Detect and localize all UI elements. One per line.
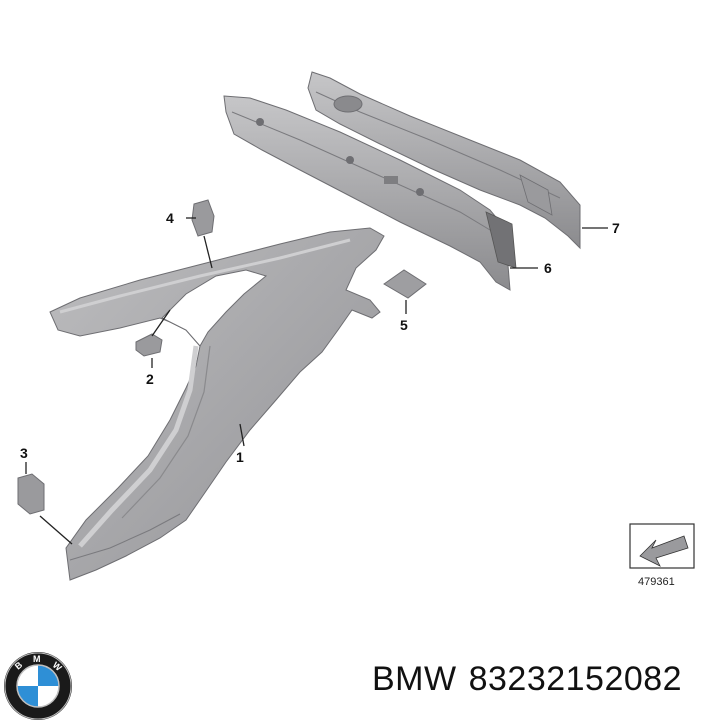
part-title: BMW 83232152082 <box>372 660 694 699</box>
reference-box: 479361 <box>629 523 695 588</box>
callout-6: 6 <box>544 260 552 276</box>
reference-code: 479361 <box>638 576 675 588</box>
part-number: 83232152082 <box>468 660 683 698</box>
part-4-bracket <box>191 199 215 237</box>
part-7-cross-member <box>307 71 581 250</box>
part-1-side-panel <box>49 227 385 581</box>
svg-text:B: B <box>13 659 25 671</box>
callout-1: 1 <box>236 449 244 465</box>
part-3-bracket <box>17 473 45 515</box>
callout-7: 7 <box>612 220 620 236</box>
part-5-patch <box>383 269 427 299</box>
brand-name: BMW <box>372 660 457 698</box>
callout-2: 2 <box>146 371 154 387</box>
callout-3: 3 <box>20 445 28 461</box>
part-2-bracket <box>135 333 163 357</box>
view-arrow-icon <box>639 535 689 567</box>
leader-lines <box>25 217 608 545</box>
bmw-logo: B M W <box>4 652 72 720</box>
svg-text:M: M <box>33 654 41 664</box>
callout-4: 4 <box>166 210 174 226</box>
callout-5: 5 <box>400 317 408 333</box>
callouts: 1 2 3 4 5 6 7 <box>20 210 620 465</box>
